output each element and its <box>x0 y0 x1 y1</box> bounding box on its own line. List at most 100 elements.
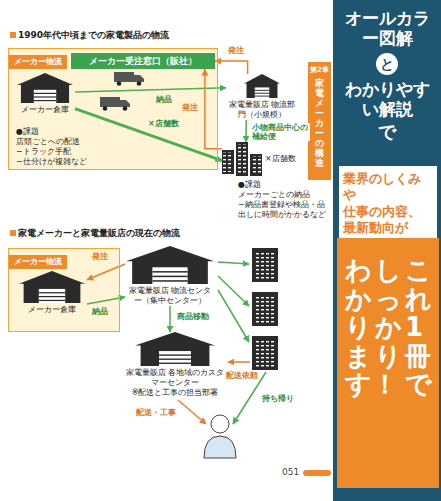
warehouse-shape <box>135 332 215 366</box>
note-text: 店頭ごとへの配送 <box>16 137 116 147</box>
warehouse-icon <box>19 271 85 303</box>
promo-vertical-band: これ1冊でしっかりわかります！ <box>337 238 439 488</box>
flow-arrow <box>215 61 248 74</box>
node-text: メーカー物流 <box>9 55 67 69</box>
flow-arrow <box>245 120 247 142</box>
warehouse-icon <box>126 246 214 284</box>
node-text: 家電量販店 物流部門（小規模） <box>226 100 298 120</box>
node-text: で <box>337 120 437 143</box>
chapter-tab: 第2章家電メーカーの構造 <box>308 62 331 180</box>
truck-cab <box>120 100 130 107</box>
warehouse-shape <box>126 246 214 284</box>
warehouse-shape <box>19 271 85 303</box>
page-bar <box>303 470 331 476</box>
door-slat <box>159 354 191 355</box>
edge-label: 発注 <box>180 103 200 113</box>
tower-windows <box>223 152 233 172</box>
node-text: メーカー倉庫 <box>15 105 75 115</box>
warehouse-shape <box>244 74 280 98</box>
door-slat <box>255 95 269 97</box>
node-text: わかります！ <box>345 256 371 399</box>
node-text: ※配送と工事の担当部署 <box>125 388 225 398</box>
icon-holder <box>17 271 87 303</box>
flow-arrow <box>75 88 226 92</box>
door-slat <box>255 89 269 91</box>
edge-label: 小物商品中心の補給便 <box>250 123 310 141</box>
door-slat <box>159 363 191 364</box>
node-text: メーカー倉庫 <box>17 305 87 315</box>
truck-wheel <box>137 81 142 86</box>
sidebar-ground <box>333 0 441 501</box>
region-fill <box>8 48 218 170</box>
door-slat <box>39 300 65 301</box>
icon-holder <box>15 73 75 103</box>
node-text: 家電量販店 物流センター（集中センター） <box>125 286 215 306</box>
promo-band: オールカラー図解とわかりやすい解説で <box>337 8 437 143</box>
delivery-arrow <box>218 290 249 342</box>
warehouse-door <box>159 351 191 366</box>
edge-label: 発注 <box>226 46 246 56</box>
section-heading: 1990年代中頃までの家電製品の物流 <box>18 30 318 41</box>
node-text: メーカー受注窓口（販社） <box>75 56 211 66</box>
icon-holder <box>125 246 215 284</box>
node-text: 第2章 <box>308 66 331 74</box>
store-towers <box>222 142 262 176</box>
region-fill <box>8 248 120 332</box>
warehouse-icon <box>17 73 73 103</box>
heading-marker <box>10 32 16 38</box>
node-text: 家電量販店 各地域のカスタマーセンター <box>125 368 225 388</box>
node-text: 仕事の内容、 <box>343 204 433 220</box>
warehouse-icon <box>244 74 280 98</box>
note-text: −トラック手配 <box>16 147 116 157</box>
tower-body <box>252 336 278 370</box>
truck-wheel <box>123 106 128 111</box>
note-text: −納品書登録や検品・品出しに時間がかかるなど <box>238 200 330 219</box>
warehouse-door <box>39 289 65 303</box>
install-arrow <box>178 400 206 424</box>
node-text: しっかり <box>375 256 401 370</box>
flow-arrow <box>205 69 222 149</box>
node-text: と <box>376 53 398 75</box>
warehouse-door <box>34 90 56 103</box>
door-slat <box>152 271 187 273</box>
edge-label: 納品 <box>154 95 174 105</box>
maker-warehouse: メーカー倉庫 <box>15 73 75 115</box>
promo-box: 業界のしくみや仕事の内容、最新動向が <box>339 166 437 241</box>
truck-icon <box>100 97 130 111</box>
tower-windows <box>237 144 247 174</box>
node-text: これ1冊で <box>405 256 431 399</box>
store-tower <box>252 336 278 370</box>
distribution-center: 家電量販店 物流センター（集中センター） <box>125 246 215 306</box>
store-tower <box>252 248 278 282</box>
store-logistics-dept: 家電量販店 物流部門（小規模） <box>226 74 298 120</box>
node-text: ×店舗数 <box>265 154 296 164</box>
truck-cab <box>134 75 144 82</box>
node-text: わかりやすい解説 <box>337 79 437 120</box>
icon-holder <box>222 142 262 176</box>
customer-head <box>211 415 229 433</box>
delivery-arrow <box>218 262 249 264</box>
customer-figure <box>204 415 236 458</box>
store-group: ×店舗数 <box>222 142 302 176</box>
truck-icon <box>114 72 144 86</box>
note-text: 配送・工事 <box>136 408 176 418</box>
icon-holder <box>125 332 225 366</box>
maker-warehouse: メーカー倉庫 <box>17 271 87 315</box>
door-slat <box>39 296 65 297</box>
heading-marker <box>10 230 16 236</box>
page-number: 051 <box>282 467 306 478</box>
customer-body <box>204 436 236 458</box>
note-text: ●課題 <box>238 180 328 190</box>
door-slat <box>34 93 56 94</box>
note-text: 配送依頼 <box>226 371 258 381</box>
warehouse-shape <box>17 73 73 103</box>
truck-wheel <box>103 106 108 111</box>
tower-body <box>252 248 278 282</box>
tower-windows <box>255 339 275 367</box>
note-text: −仕分けが複雑など <box>16 157 116 167</box>
icon-holder <box>226 74 298 98</box>
tower-body <box>222 150 234 174</box>
tower-body <box>250 154 262 176</box>
door-slat <box>255 92 269 94</box>
